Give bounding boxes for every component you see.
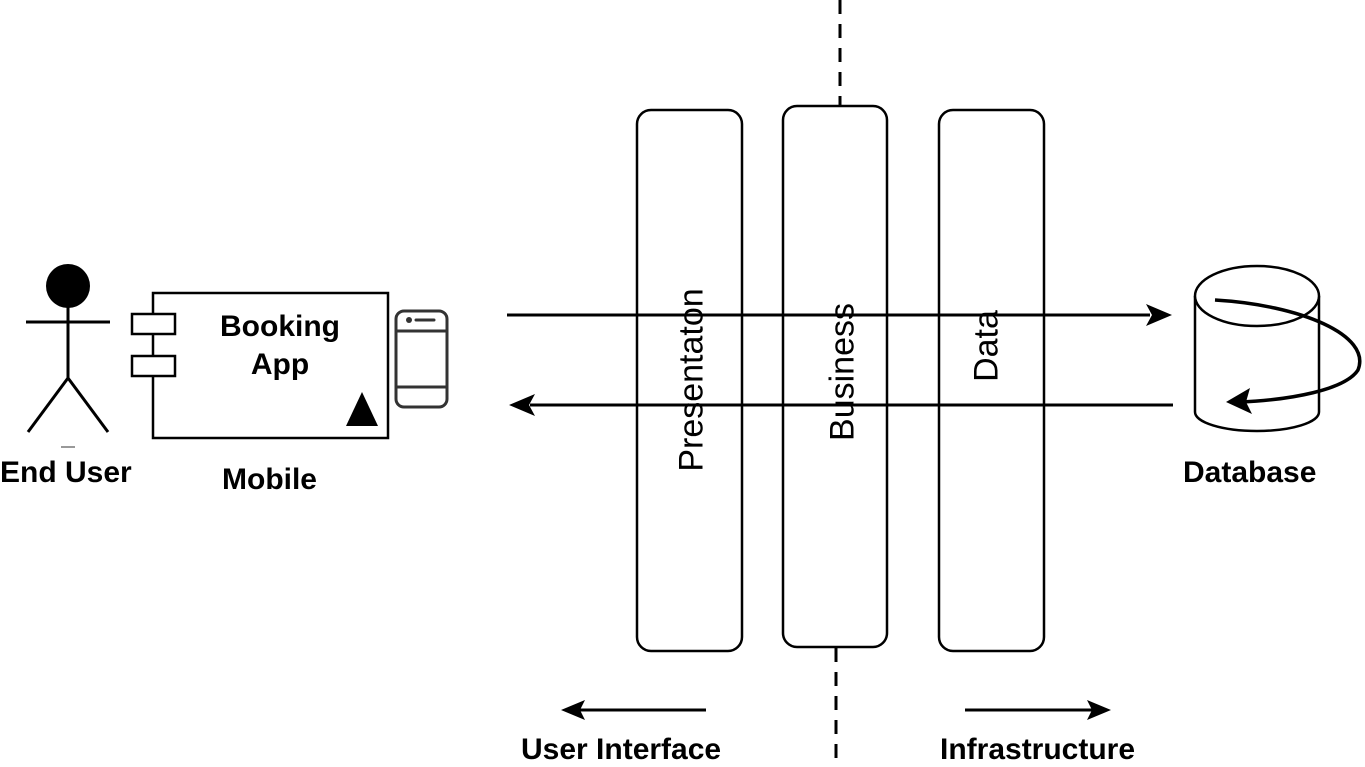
response-arrow [509,394,1173,416]
component-caption: Mobile [222,463,317,496]
legend-right-label: Infrastructure [940,733,1136,766]
legend-left-label: User Interface [521,733,722,766]
component-name-line1: Booking [220,310,340,343]
infrastructure-arrow [965,700,1111,720]
actor-label: End User [0,456,132,489]
component-name: Booking App [195,308,365,384]
layer-box-data[interactable] [937,108,1046,653]
mobile-phone-icon [394,309,449,409]
database-label: Database [1183,456,1317,489]
layer-label-presentation: Presentaton [672,288,711,472]
actor-icon[interactable] [26,264,110,448]
component-icon[interactable] [130,291,390,440]
layer-label-business: Business [823,303,862,441]
layer-box-presentation[interactable] [635,108,744,653]
database-icon[interactable] [1193,264,1362,433]
layer-label-data: Data [967,310,1006,382]
triangle-icon [346,392,378,426]
component-name-line2: App [250,348,310,381]
layer-box-business[interactable] [781,104,889,649]
user-interface-arrow [561,700,706,720]
request-arrow [507,304,1172,326]
